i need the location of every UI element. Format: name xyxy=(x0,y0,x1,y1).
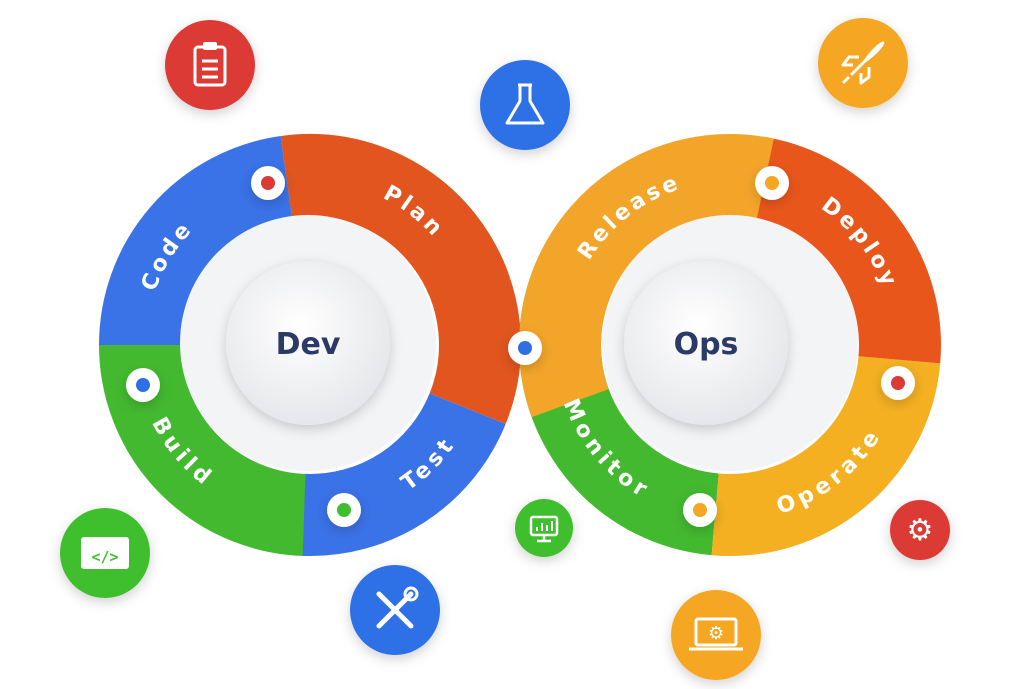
clipboard-icon xyxy=(165,20,255,110)
connector-dot xyxy=(881,366,915,400)
svg-text:</>: </> xyxy=(91,548,118,566)
gear-icon: ⚙ xyxy=(890,500,950,560)
code-window-icon: </> xyxy=(60,508,150,598)
laptop-gear-icon: ⚙ xyxy=(671,590,761,680)
tools-icon xyxy=(350,565,440,655)
connector-dot xyxy=(327,493,361,527)
connector-dot xyxy=(755,166,789,200)
segment-deploy xyxy=(751,137,941,364)
connector-dot xyxy=(683,493,717,527)
connector-dots xyxy=(126,166,915,527)
connector-dot xyxy=(251,166,285,200)
flask-icon xyxy=(480,60,570,150)
ops-label: Ops xyxy=(674,327,739,362)
segment-plan xyxy=(280,134,521,425)
dev-label: Dev xyxy=(276,327,341,362)
segment-release xyxy=(519,134,774,418)
connector-dot xyxy=(126,368,160,402)
rocket-icon xyxy=(818,18,908,108)
ops-center: Ops xyxy=(602,215,858,471)
dev-center: Dev xyxy=(180,215,436,471)
svg-text:⚙: ⚙ xyxy=(907,513,934,548)
connector-dot xyxy=(508,331,542,365)
svg-text:⚙: ⚙ xyxy=(708,623,724,644)
monitor-chart-icon xyxy=(515,499,573,557)
